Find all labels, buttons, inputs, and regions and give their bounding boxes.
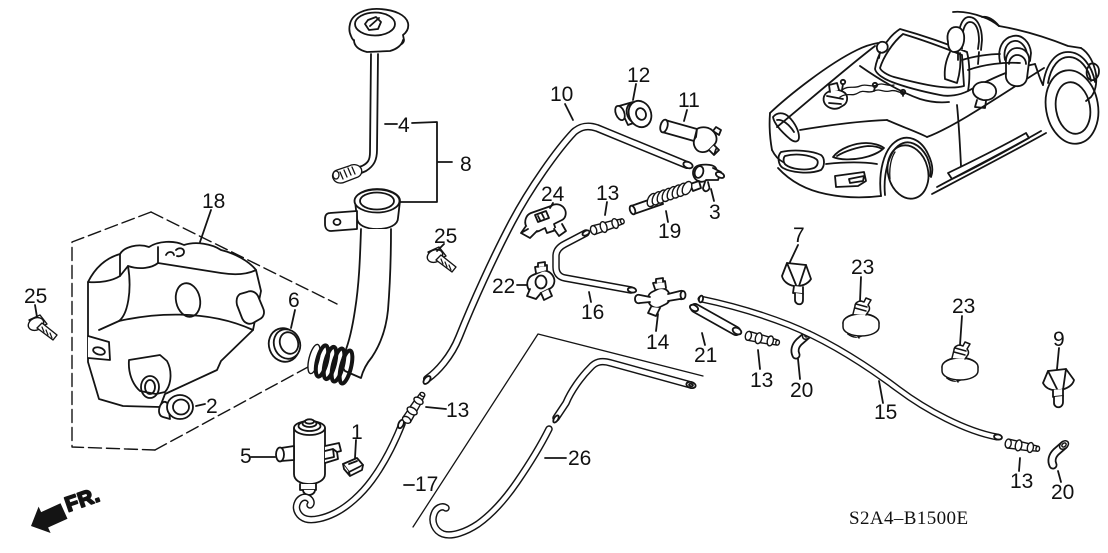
svg-text:2: 2 — [206, 395, 218, 418]
svg-text:6: 6 — [288, 289, 300, 312]
svg-text:14: 14 — [646, 331, 670, 354]
svg-text:FR.: FR. — [62, 483, 103, 516]
svg-text:16: 16 — [581, 301, 604, 324]
svg-text:25: 25 — [24, 285, 47, 308]
svg-text:9: 9 — [1053, 328, 1065, 351]
svg-text:23: 23 — [952, 295, 975, 318]
svg-text:13: 13 — [446, 399, 469, 422]
svg-text:13: 13 — [750, 369, 773, 392]
svg-text:S2A4–B1500E: S2A4–B1500E — [849, 508, 968, 529]
svg-text:15: 15 — [874, 401, 897, 424]
svg-text:25: 25 — [434, 225, 457, 248]
svg-text:17: 17 — [415, 473, 438, 496]
svg-text:20: 20 — [790, 379, 813, 402]
svg-text:23: 23 — [851, 256, 874, 279]
svg-text:11: 11 — [678, 89, 700, 112]
svg-text:13: 13 — [1010, 470, 1033, 493]
svg-text:20: 20 — [1051, 481, 1074, 504]
svg-text:26: 26 — [568, 447, 591, 470]
svg-text:22: 22 — [492, 275, 515, 298]
svg-text:18: 18 — [202, 190, 225, 213]
svg-text:4: 4 — [398, 114, 410, 137]
svg-text:7: 7 — [793, 224, 805, 247]
svg-text:21: 21 — [694, 344, 717, 367]
svg-text:3: 3 — [709, 201, 721, 224]
svg-text:19: 19 — [658, 220, 681, 243]
svg-text:24: 24 — [541, 183, 565, 206]
svg-text:10: 10 — [550, 83, 573, 106]
svg-text:13: 13 — [596, 182, 619, 205]
svg-text:1: 1 — [351, 421, 363, 444]
svg-text:12: 12 — [627, 64, 650, 87]
svg-text:8: 8 — [460, 153, 472, 176]
svg-text:5: 5 — [240, 445, 252, 468]
